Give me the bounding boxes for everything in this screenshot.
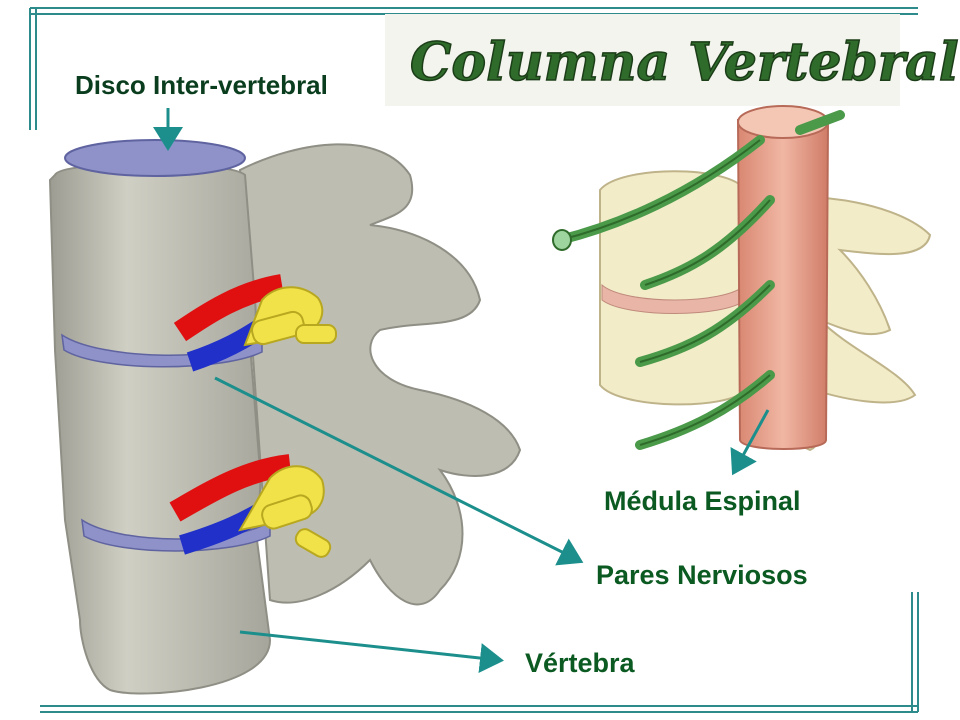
arrow-pares bbox=[214, 376, 584, 566]
spinal-cord-illustration bbox=[552, 105, 932, 452]
vertebrae-illustration bbox=[48, 139, 522, 695]
label-disco-intervertebral: Disco Inter-vertebral bbox=[75, 70, 328, 100]
arrow-vertebra bbox=[239, 630, 504, 673]
arrow-medula bbox=[730, 409, 770, 476]
label-pares-nerviosos: Pares Nerviosos bbox=[596, 560, 808, 590]
title-banner: Columna Vertebral bbox=[385, 14, 959, 106]
page-title: Columna Vertebral bbox=[410, 32, 959, 93]
callout-arrows bbox=[153, 108, 770, 673]
label-medula-espinal: Médula Espinal bbox=[604, 486, 801, 516]
disc-top bbox=[64, 139, 246, 177]
label-vertebra: Vértebra bbox=[525, 648, 635, 678]
